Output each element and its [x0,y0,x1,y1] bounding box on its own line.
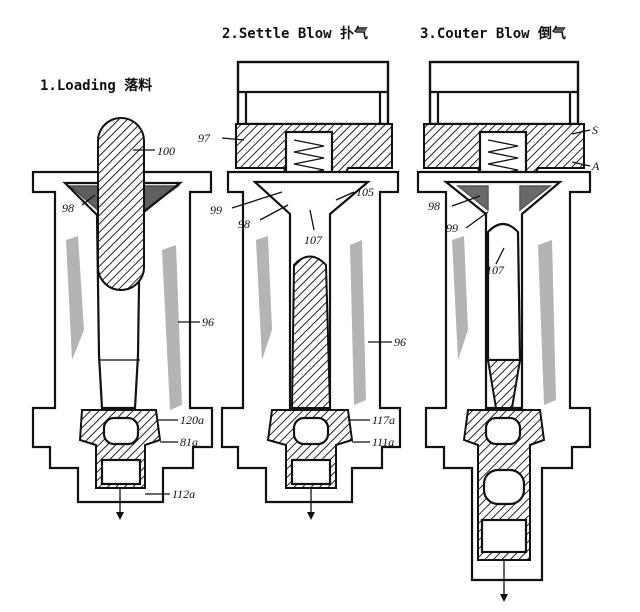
label-a: A [591,159,600,173]
neck-core-3 [484,416,522,446]
panel-title-counter: 3.Couter Blow 倒气 [420,25,566,42]
preform-107 [486,222,522,362]
label-96-settle: 96 [394,335,406,349]
label-81a: 81a [180,435,198,449]
label-98-loading: 98 [62,201,74,215]
label-111a: 111a [372,435,394,449]
leader-a [571,161,591,167]
label-100: 100 [157,144,175,158]
leader-99-settle [231,191,283,209]
neck-core-1 [102,416,140,446]
panel-title-loading: 1.Loading 落料 [40,77,152,94]
smear-3a [452,236,468,360]
label-96-loading: 96 [202,315,214,329]
leader-98-settle [259,204,289,221]
smear-1a [66,236,84,360]
label-107-settle: 107 [304,233,323,247]
neck-core-2 [292,416,330,446]
leader-98a [81,194,96,206]
exit-arrowhead-3 [500,594,508,602]
panel-settle-blow: 2.Settle Blow 扑气 97 9 [198,25,406,520]
preform-tail-3 [486,359,522,409]
base-core-3 [480,518,528,554]
preform-2 [290,255,332,409]
label-98-settle: 98 [238,217,250,231]
leader-107-settle [309,209,315,231]
label-98-counter: 98 [428,199,440,213]
leader-98-counter [451,195,481,207]
smear-2b [350,240,366,405]
label-107-counter: 107 [486,263,505,277]
label-120a: 120a [180,413,204,427]
label-s: S [592,123,598,137]
panel-counter-blow: 3.Couter Blow 倒气 S A [416,25,600,602]
leader-99-counter [465,211,489,229]
label-105: 105 [356,185,374,199]
label-97: 97 [198,131,211,145]
smear-2a [256,236,272,360]
leader-107-counter [495,247,505,265]
smear-3b [538,240,556,405]
exit-arrowhead-2 [307,512,315,520]
base-core-1 [100,458,142,486]
label-99-settle: 99 [210,203,222,217]
label-117a: 117a [372,413,395,427]
mid-core-3 [482,468,526,506]
exit-arrowhead-1 [116,512,124,520]
funnel-shade-3b [519,185,553,212]
leader-97 [221,137,245,141]
smear-1b [162,245,182,410]
parison-100 [97,117,145,291]
panel-title-settle: 2.Settle Blow 扑气 [222,25,368,42]
label-112a: 112a [172,487,195,501]
leader-s [571,129,591,135]
panel-loading: 1.Loading 落料 100 98 96 120a 81a 112a [31,77,214,520]
base-core-2 [290,458,332,486]
leader-105 [335,191,355,201]
label-99-counter: 99 [446,221,458,235]
